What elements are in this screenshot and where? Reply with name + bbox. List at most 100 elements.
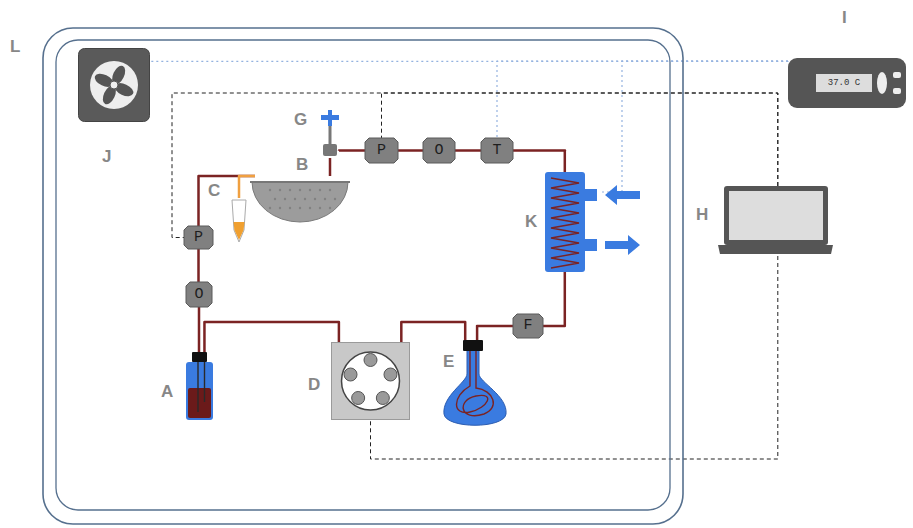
controller-display	[816, 74, 872, 92]
dish-texture	[304, 198, 306, 200]
dish-texture	[329, 189, 331, 191]
sensor-housing	[186, 282, 212, 307]
peristaltic-pump: D	[331, 342, 410, 420]
sensor-housing	[513, 314, 543, 338]
control-cable	[172, 93, 778, 238]
dish-texture	[324, 198, 326, 200]
component-code: T	[492, 142, 501, 159]
outflow-arrow	[605, 235, 640, 255]
exchanger-body	[545, 172, 585, 272]
sensor-housing	[481, 138, 513, 163]
inline-sensor: O	[423, 138, 455, 163]
flask-body	[444, 350, 506, 425]
component-code: O	[194, 286, 203, 303]
controller-button	[893, 88, 901, 94]
culture-dish: B	[250, 176, 350, 222]
part-label: I	[842, 8, 847, 28]
sample-tube-outline	[230, 198, 248, 244]
bottle-liquid	[188, 388, 211, 418]
reservoir-bottle-outline	[183, 352, 216, 420]
laptop-base	[718, 245, 833, 254]
bottle-cap	[192, 352, 207, 362]
valve-handle	[328, 110, 332, 126]
oxygenator-flask: E	[440, 340, 510, 430]
flask-stopper	[463, 340, 483, 351]
pump-rotor	[342, 352, 400, 410]
dish-texture	[289, 189, 291, 191]
sample-tube: C	[230, 198, 248, 244]
bottle-body	[186, 362, 213, 420]
perfusion-tubing	[198, 307, 199, 352]
laptop-screen	[729, 191, 823, 240]
dip-tube	[204, 362, 205, 402]
part-label: L	[10, 37, 20, 57]
control-cable	[371, 256, 778, 459]
perfusion-tubing	[477, 326, 513, 340]
enclosure: LJGPOTBCKPOFADE	[42, 27, 684, 525]
component-code: P	[377, 142, 386, 159]
inflow-arrow	[605, 185, 640, 205]
component-code: F	[523, 317, 532, 334]
dish-texture	[284, 198, 286, 200]
flask-coil	[457, 350, 494, 416]
reservoir-bottle: A	[183, 352, 216, 420]
dish-texture	[279, 189, 281, 191]
laptop-outline	[718, 186, 833, 256]
inline-filter: F	[513, 314, 543, 338]
perfusion-tubing	[401, 322, 465, 342]
pump-housing	[332, 343, 410, 420]
part-label: C	[208, 181, 220, 201]
sensor-housing	[365, 138, 398, 163]
heat-exchanger-outline	[545, 172, 600, 272]
perfusion-tubing	[199, 176, 256, 226]
component-code: O	[434, 142, 443, 159]
fan-unit: J	[78, 48, 150, 122]
perfusion-tubing	[197, 249, 200, 282]
culture-dish-outline	[250, 176, 350, 222]
inline-sensor: P	[184, 226, 213, 249]
pump-roller	[364, 354, 377, 367]
dish-texture	[274, 198, 276, 200]
dip-tube	[197, 362, 198, 412]
exchanger-coil	[551, 178, 579, 268]
port	[583, 189, 597, 201]
pump-roller	[376, 391, 389, 404]
part-label: A	[161, 382, 173, 402]
part-label: K	[525, 212, 537, 232]
inline-sensor: T	[481, 138, 513, 163]
valve-outline	[321, 110, 339, 158]
part-label: G	[294, 110, 307, 130]
controller-button	[893, 72, 901, 78]
dish-texture	[319, 207, 321, 209]
perfusion-tubing	[329, 158, 332, 176]
enclosure-inner	[56, 40, 670, 510]
part-label: H	[696, 205, 708, 225]
perfusion-tubing	[398, 149, 423, 152]
controller-knob	[877, 72, 887, 94]
laptop-lid	[724, 186, 828, 245]
perfusion-tubing	[543, 272, 565, 326]
component-code: P	[194, 229, 203, 246]
dish-texture	[299, 189, 301, 191]
valve-junction	[323, 144, 337, 156]
laptop: H	[718, 186, 833, 256]
fan-housing	[79, 49, 150, 122]
pump-roller	[352, 391, 365, 404]
tube-body	[232, 200, 246, 242]
part-label: E	[443, 352, 454, 372]
sensor-wire	[497, 61, 788, 138]
inline-sensor: P	[365, 138, 398, 163]
port	[583, 239, 597, 251]
display-readout: 37.0 C	[828, 78, 860, 88]
dish-texture	[334, 198, 336, 200]
perfusion-tubing	[339, 149, 365, 152]
dish-texture	[299, 207, 301, 209]
dish-texture	[279, 207, 281, 209]
pump-roller	[344, 368, 357, 381]
dish-texture	[309, 207, 311, 209]
fan-unit-outline	[78, 48, 150, 122]
dish-texture	[319, 189, 321, 191]
dish-texture	[309, 189, 311, 191]
